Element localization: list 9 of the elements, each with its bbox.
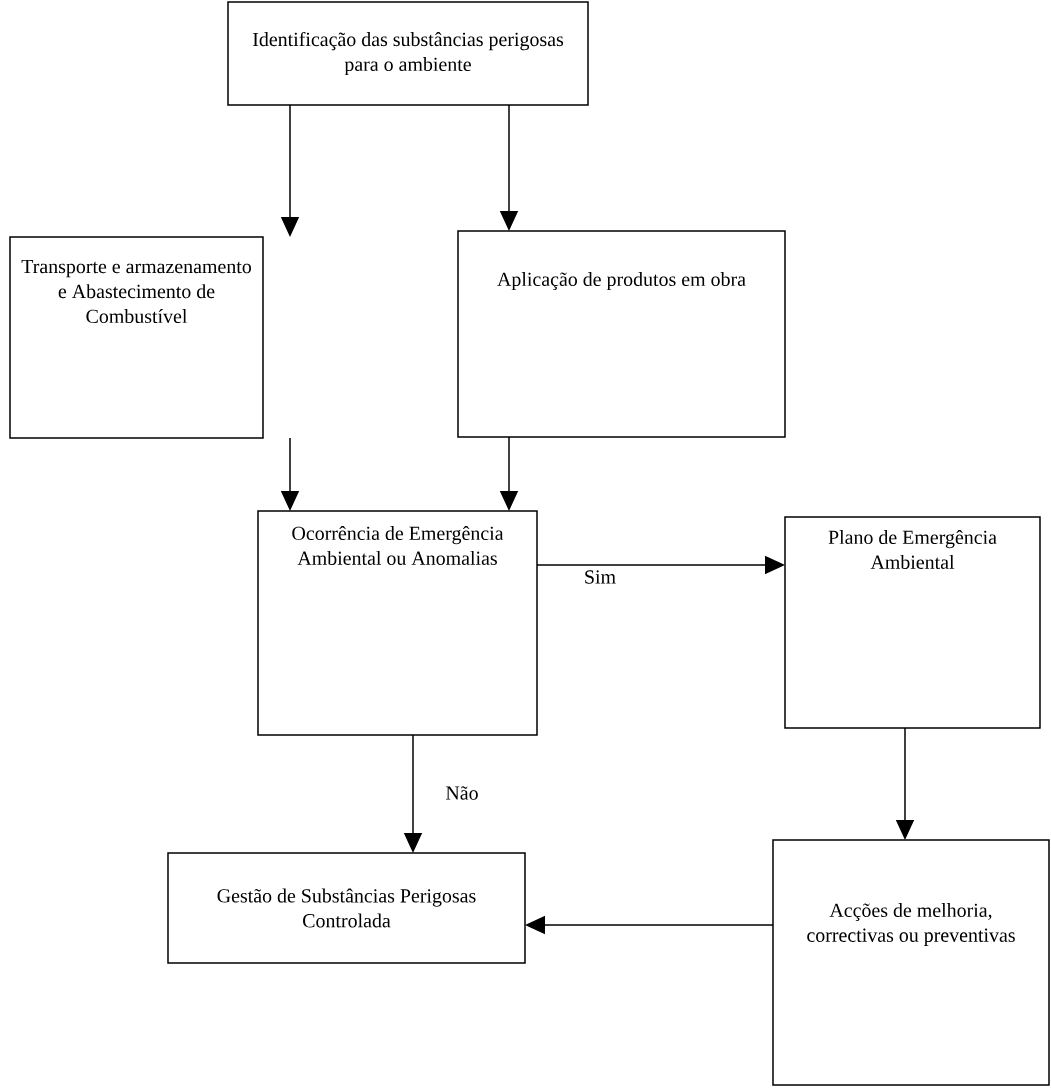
edge-label: Sim: [582, 569, 618, 585]
process-box: Transporte e armazenamento e Abastecimento de Combustível: [9, 236, 264, 439]
process-box: Ocorrência de Emergência Ambiental ou Anomalias: [257, 510, 538, 736]
process-box: Acções de melhoria, correctivas ou preventivas: [772, 839, 1050, 1086]
process-box: Plano de Emergência Ambiental: [784, 516, 1041, 729]
process-box: Aplicação de produtos em obra: [457, 230, 786, 438]
process-box: Gestão de Substâncias Perigosas Controlada: [167, 852, 526, 964]
process-box: Identificação das substâncias perigosas para o ambiente: [227, 1, 589, 106]
edge-label: Não: [444, 785, 480, 801]
